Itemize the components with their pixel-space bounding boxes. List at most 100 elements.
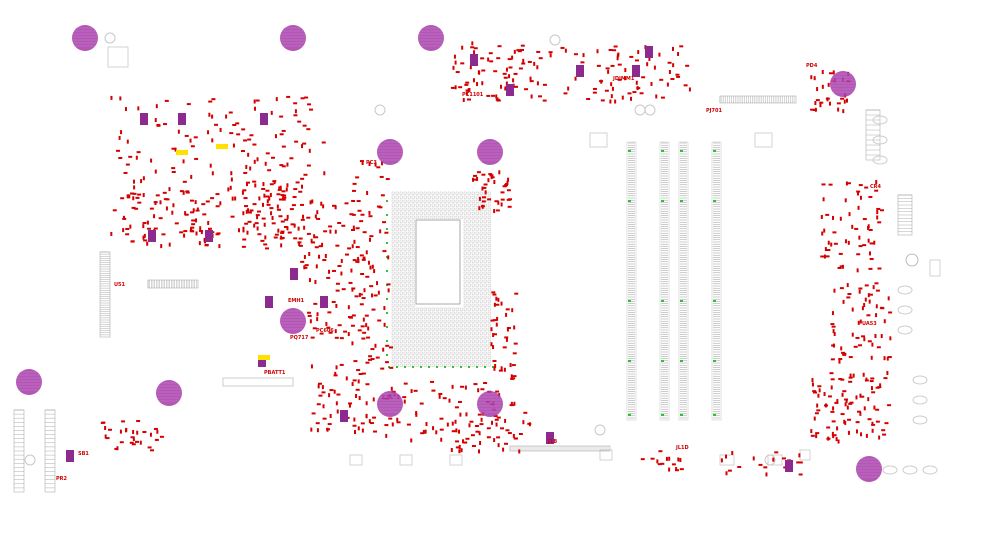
smd-part xyxy=(862,244,867,247)
bga-ball xyxy=(463,211,467,215)
pad-outline xyxy=(449,454,463,466)
smd-part xyxy=(244,205,249,208)
green-pad xyxy=(680,150,683,152)
smd-part xyxy=(506,327,509,332)
smd-part xyxy=(228,111,233,114)
bga-ball xyxy=(411,263,415,267)
smd-part xyxy=(490,342,493,347)
smd-part xyxy=(300,260,305,263)
smd-part xyxy=(634,59,639,62)
via-outline xyxy=(549,34,561,46)
smd-part xyxy=(265,247,270,250)
smd-part xyxy=(469,420,474,423)
bga-ball xyxy=(391,339,395,343)
smd-part xyxy=(497,297,500,302)
bga-ball xyxy=(459,195,463,199)
smd-part xyxy=(498,369,503,372)
smd-part xyxy=(130,436,135,439)
bottom-connector xyxy=(509,445,611,452)
bga-ball xyxy=(483,283,487,287)
bga-ball xyxy=(471,343,475,347)
smd-part xyxy=(510,374,513,379)
dimm-slot-body xyxy=(659,141,670,421)
smd-part xyxy=(774,451,779,454)
bga-ball xyxy=(451,207,455,211)
smd-part xyxy=(679,458,682,463)
smd-part xyxy=(492,319,497,322)
bga-ball xyxy=(483,207,487,211)
bga-ball xyxy=(407,327,411,331)
bga-ball xyxy=(407,227,411,231)
smd-part xyxy=(852,373,855,378)
bga-ball xyxy=(411,291,415,295)
bga-ball xyxy=(459,203,463,207)
mounting-hole xyxy=(418,25,444,51)
bga-ball xyxy=(479,351,483,355)
smd-part xyxy=(277,228,280,233)
smd-part xyxy=(816,87,819,92)
bga-ball xyxy=(399,343,403,347)
smd-part xyxy=(829,372,834,375)
bga-ball xyxy=(471,319,475,323)
bga-ball xyxy=(471,359,475,363)
smd-part xyxy=(347,305,350,310)
green-pad xyxy=(713,360,716,362)
pad-outline xyxy=(767,454,783,466)
bga-ball xyxy=(399,327,403,331)
bga-ball xyxy=(431,311,435,315)
bga-ball xyxy=(463,235,467,239)
mounting-hole xyxy=(280,25,306,51)
smd-part xyxy=(129,441,134,444)
smd-part xyxy=(518,449,521,454)
bga-ball xyxy=(467,235,471,239)
bga-ball xyxy=(395,207,399,211)
bga-ball xyxy=(391,343,395,347)
bga-ball xyxy=(471,219,475,223)
bga-ball xyxy=(479,283,483,287)
bga-ball xyxy=(483,279,487,283)
bga-ball xyxy=(463,351,467,355)
smd-part xyxy=(879,209,884,212)
bga-ball xyxy=(395,331,399,335)
smd-part xyxy=(876,207,881,210)
smd-part xyxy=(879,306,884,309)
smd-part xyxy=(824,404,829,407)
smd-part xyxy=(439,428,444,431)
smd-part xyxy=(827,240,830,245)
smd-part xyxy=(353,417,356,422)
smd-part xyxy=(870,377,875,380)
bga-ball xyxy=(411,319,415,323)
smd-part xyxy=(875,408,880,411)
smd-part xyxy=(314,279,317,284)
bga-ball xyxy=(483,347,487,351)
bga-ball xyxy=(395,203,399,207)
smd-part xyxy=(359,303,364,306)
smd-part xyxy=(839,216,842,221)
smd-part xyxy=(367,326,370,331)
smd-part xyxy=(538,57,543,60)
smd-part xyxy=(560,46,565,49)
smd-part xyxy=(862,372,865,377)
smd-part xyxy=(155,194,160,197)
bga-ball xyxy=(467,331,471,335)
smd-part xyxy=(263,243,268,246)
smd-part xyxy=(567,86,570,91)
bga-ball xyxy=(439,211,443,215)
mounting-hole xyxy=(280,308,306,334)
cpu-bga-footprint[interactable] xyxy=(386,191,494,368)
ic-package xyxy=(340,410,348,422)
smd-part xyxy=(182,190,185,195)
bga-ball xyxy=(451,311,455,315)
bga-ball xyxy=(411,283,415,287)
bga-ball xyxy=(475,291,479,295)
smd-part xyxy=(302,124,307,127)
bga-ball xyxy=(487,319,491,323)
dimm-connectors[interactable] xyxy=(626,141,722,421)
smd-part xyxy=(481,196,486,199)
green-pad xyxy=(386,354,388,356)
bga-ball xyxy=(415,363,419,367)
smd-part xyxy=(504,184,509,187)
smd-part xyxy=(357,426,360,431)
smd-part xyxy=(611,86,614,91)
